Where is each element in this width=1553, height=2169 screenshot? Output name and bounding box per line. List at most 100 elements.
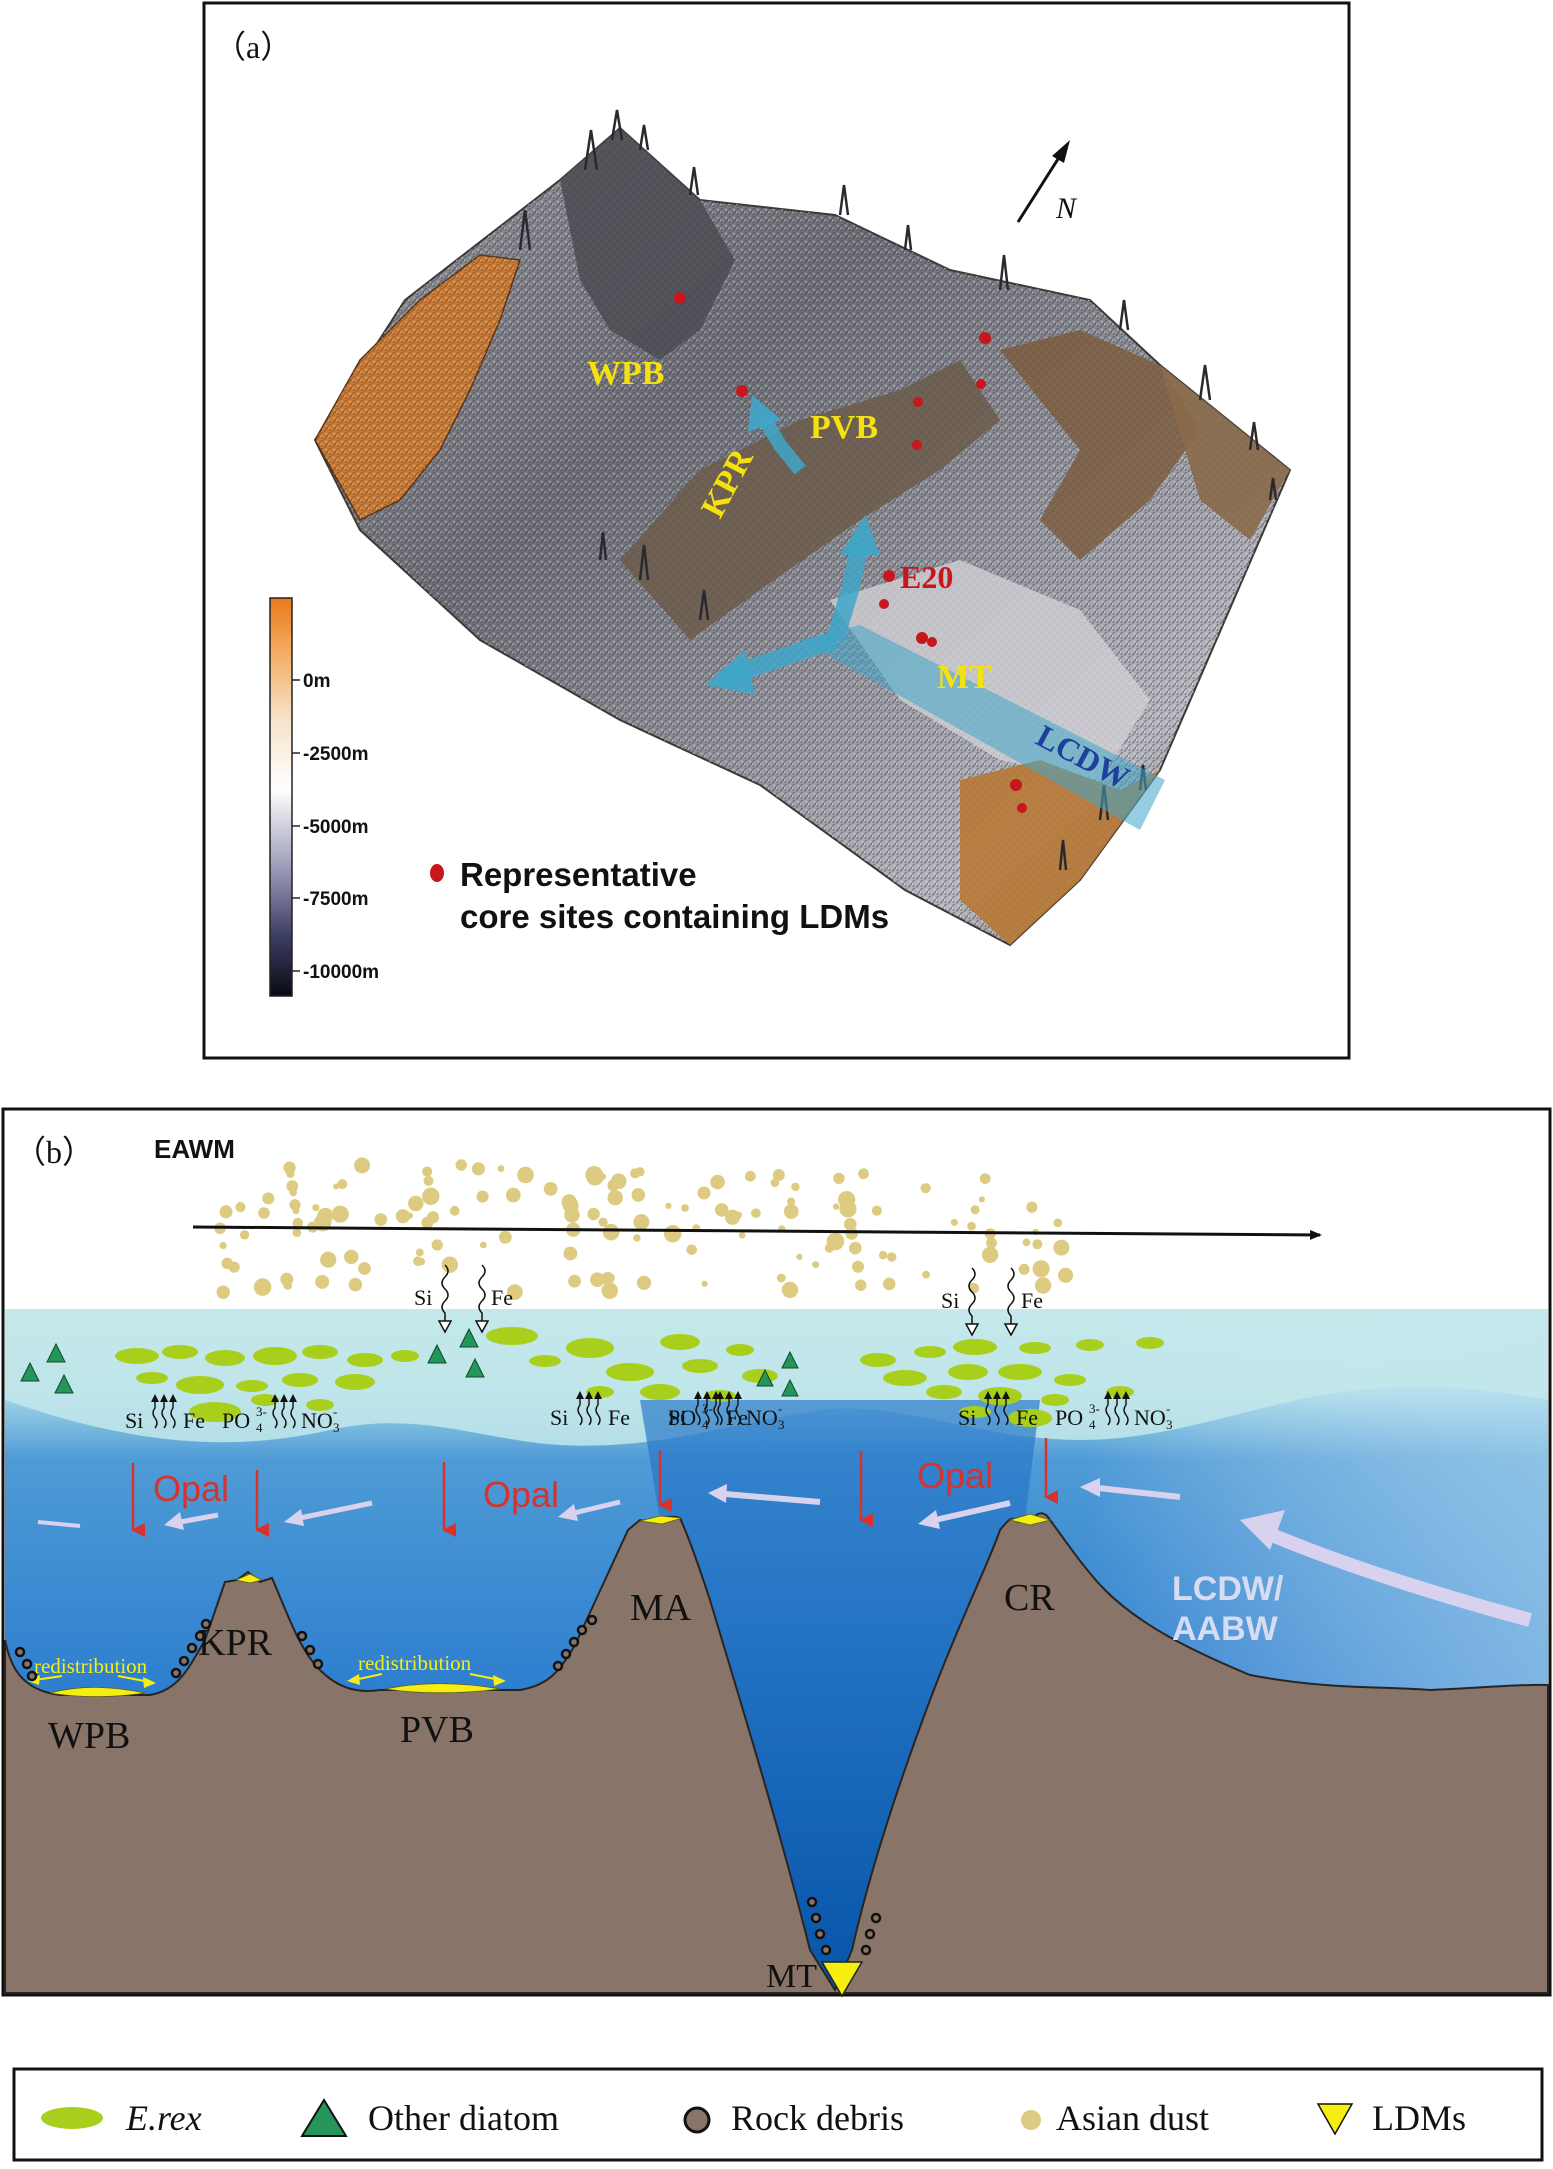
asian-dust-particle bbox=[564, 1207, 580, 1223]
label-wpb: WPB bbox=[587, 355, 664, 392]
erex-cell bbox=[162, 1345, 198, 1359]
upwelling-wave bbox=[994, 1399, 1000, 1426]
asian-dust-particle bbox=[219, 1241, 227, 1250]
asian-dust-particle bbox=[235, 1202, 246, 1213]
dust-input-wave bbox=[441, 1264, 449, 1321]
asian-dust-particle bbox=[1032, 1239, 1043, 1250]
legend-rock-debris-label: Rock debris bbox=[731, 2098, 904, 2138]
asian-dust-particle bbox=[832, 1203, 840, 1210]
upwelling-wave bbox=[272, 1402, 278, 1429]
asian-dust-particle bbox=[601, 1282, 618, 1299]
deep-flow-arrow bbox=[37, 1520, 81, 1528]
deep-flow-arrowhead bbox=[1080, 1478, 1100, 1497]
current-arrowhead-pvb bbox=[748, 395, 782, 432]
other-diatom bbox=[459, 1327, 479, 1348]
asian-dust-particle bbox=[950, 1218, 958, 1226]
asian-dust-particle bbox=[498, 1230, 512, 1244]
rock-debris-particle bbox=[14, 1646, 26, 1658]
ridge-kpr bbox=[560, 128, 735, 360]
ridge-central bbox=[620, 360, 1000, 640]
core-site-legend-line1: Representative bbox=[460, 856, 697, 893]
deep-flow-arrow bbox=[724, 1491, 821, 1505]
asian-dust-particle bbox=[348, 1277, 363, 1292]
asian-dust-particle bbox=[745, 1170, 756, 1182]
asian-dust-particle bbox=[320, 1251, 337, 1268]
feature-lcdw: LCDW/ bbox=[1172, 1570, 1284, 1608]
asian-dust-particle bbox=[423, 1175, 434, 1186]
legend-ldms-icon bbox=[1316, 2103, 1354, 2136]
nutrient-po4-sup: 3- bbox=[1089, 1401, 1100, 1416]
asian-dust-particle bbox=[922, 1270, 930, 1279]
upwelling-wave bbox=[1123, 1399, 1129, 1426]
asian-dust-particle bbox=[374, 1213, 388, 1226]
asian-dust-particle bbox=[787, 1197, 796, 1206]
deep-flow-arrowhead bbox=[708, 1484, 727, 1503]
asian-dust-particle bbox=[781, 1281, 799, 1299]
legend-other-diatom-label: Other diatom bbox=[368, 2098, 559, 2138]
ldm-deposit bbox=[49, 1686, 146, 1698]
asian-dust-particle bbox=[590, 1272, 605, 1287]
asian-dust-particle bbox=[216, 1285, 230, 1299]
core-site bbox=[883, 570, 895, 582]
dust-input-wave bbox=[478, 1264, 486, 1321]
redistribution-label-wpb: redistribution bbox=[34, 1654, 148, 1678]
asian-dust-particle bbox=[776, 1273, 786, 1283]
nutrient-fe: Fe bbox=[608, 1405, 630, 1430]
deep-flow-arrowhead bbox=[164, 1512, 184, 1530]
rock-debris-particle bbox=[806, 1896, 818, 1908]
rock-debris-particle bbox=[560, 1648, 572, 1660]
eawm-arrow bbox=[192, 1225, 1322, 1240]
label-mt: MT bbox=[937, 659, 992, 696]
erex-cell bbox=[998, 1364, 1042, 1380]
rock-debris-particle bbox=[21, 1658, 33, 1670]
rock-debris-particle bbox=[568, 1636, 580, 1648]
asian-dust-particle bbox=[358, 1262, 371, 1275]
dust-input-fe: Fe bbox=[1021, 1288, 1043, 1313]
deep-flow-arrows bbox=[37, 1478, 1532, 1627]
rock-debris-particle bbox=[860, 1944, 872, 1956]
upwelling-wave bbox=[726, 1399, 732, 1426]
redistribution-label-pvb: redistribution bbox=[358, 1651, 472, 1675]
erex-cell bbox=[606, 1363, 654, 1381]
dust-input-wave bbox=[968, 1267, 976, 1324]
erex-cell bbox=[1076, 1339, 1104, 1351]
asian-dust-particle bbox=[602, 1223, 620, 1241]
core-site bbox=[879, 599, 889, 609]
legend-frame bbox=[12, 2067, 1544, 2162]
erex-cell bbox=[1054, 1374, 1086, 1386]
panel-b: redistribution redistribution bbox=[1, 1107, 1552, 1998]
eawm-label: EAWM bbox=[154, 1134, 235, 1164]
rock-debris-particle bbox=[586, 1614, 598, 1626]
upwelling-arrowhead bbox=[1113, 1391, 1121, 1399]
asian-dust-particle bbox=[986, 1237, 997, 1249]
upwelling-wave bbox=[695, 1399, 701, 1426]
asian-dust-particle bbox=[292, 1207, 300, 1215]
colorbar-tick-label: -5000m bbox=[303, 817, 369, 838]
asian-dust-particle bbox=[710, 1174, 725, 1190]
nutrient-no3-sup: - bbox=[778, 1401, 782, 1416]
redistribution-arrowhead-right bbox=[143, 1677, 156, 1688]
legend-rock-debris-icon bbox=[683, 2106, 711, 2134]
feature-wpb: WPB bbox=[48, 1715, 130, 1757]
rock-debris-particle bbox=[194, 1630, 206, 1642]
rock-debris-particle bbox=[200, 1618, 212, 1630]
ridge-east bbox=[1000, 330, 1200, 560]
asian-dust-particle bbox=[607, 1273, 616, 1282]
asian-dust-particle bbox=[409, 1198, 420, 1210]
dust-input-wave-head bbox=[1003, 1323, 1019, 1337]
asian-dust-particle bbox=[1058, 1267, 1074, 1283]
label-pvb: PVB bbox=[810, 409, 878, 446]
rock-debris-particle bbox=[576, 1624, 588, 1636]
asian-dust-particle bbox=[826, 1232, 845, 1251]
nutrient-no3-sub: 3 bbox=[1166, 1417, 1173, 1432]
asian-dust-particle bbox=[289, 1188, 298, 1197]
nutrient-no3: NO bbox=[1134, 1405, 1166, 1430]
upwelling-wave bbox=[735, 1399, 741, 1426]
asian-dust-particle bbox=[858, 1168, 869, 1180]
asian-dust-particle bbox=[543, 1182, 558, 1196]
current-arrow-pvb bbox=[758, 416, 806, 475]
other-diatom bbox=[20, 1361, 40, 1382]
asian-dust-particle bbox=[871, 1205, 883, 1216]
asian-dust-particle bbox=[855, 1279, 867, 1291]
